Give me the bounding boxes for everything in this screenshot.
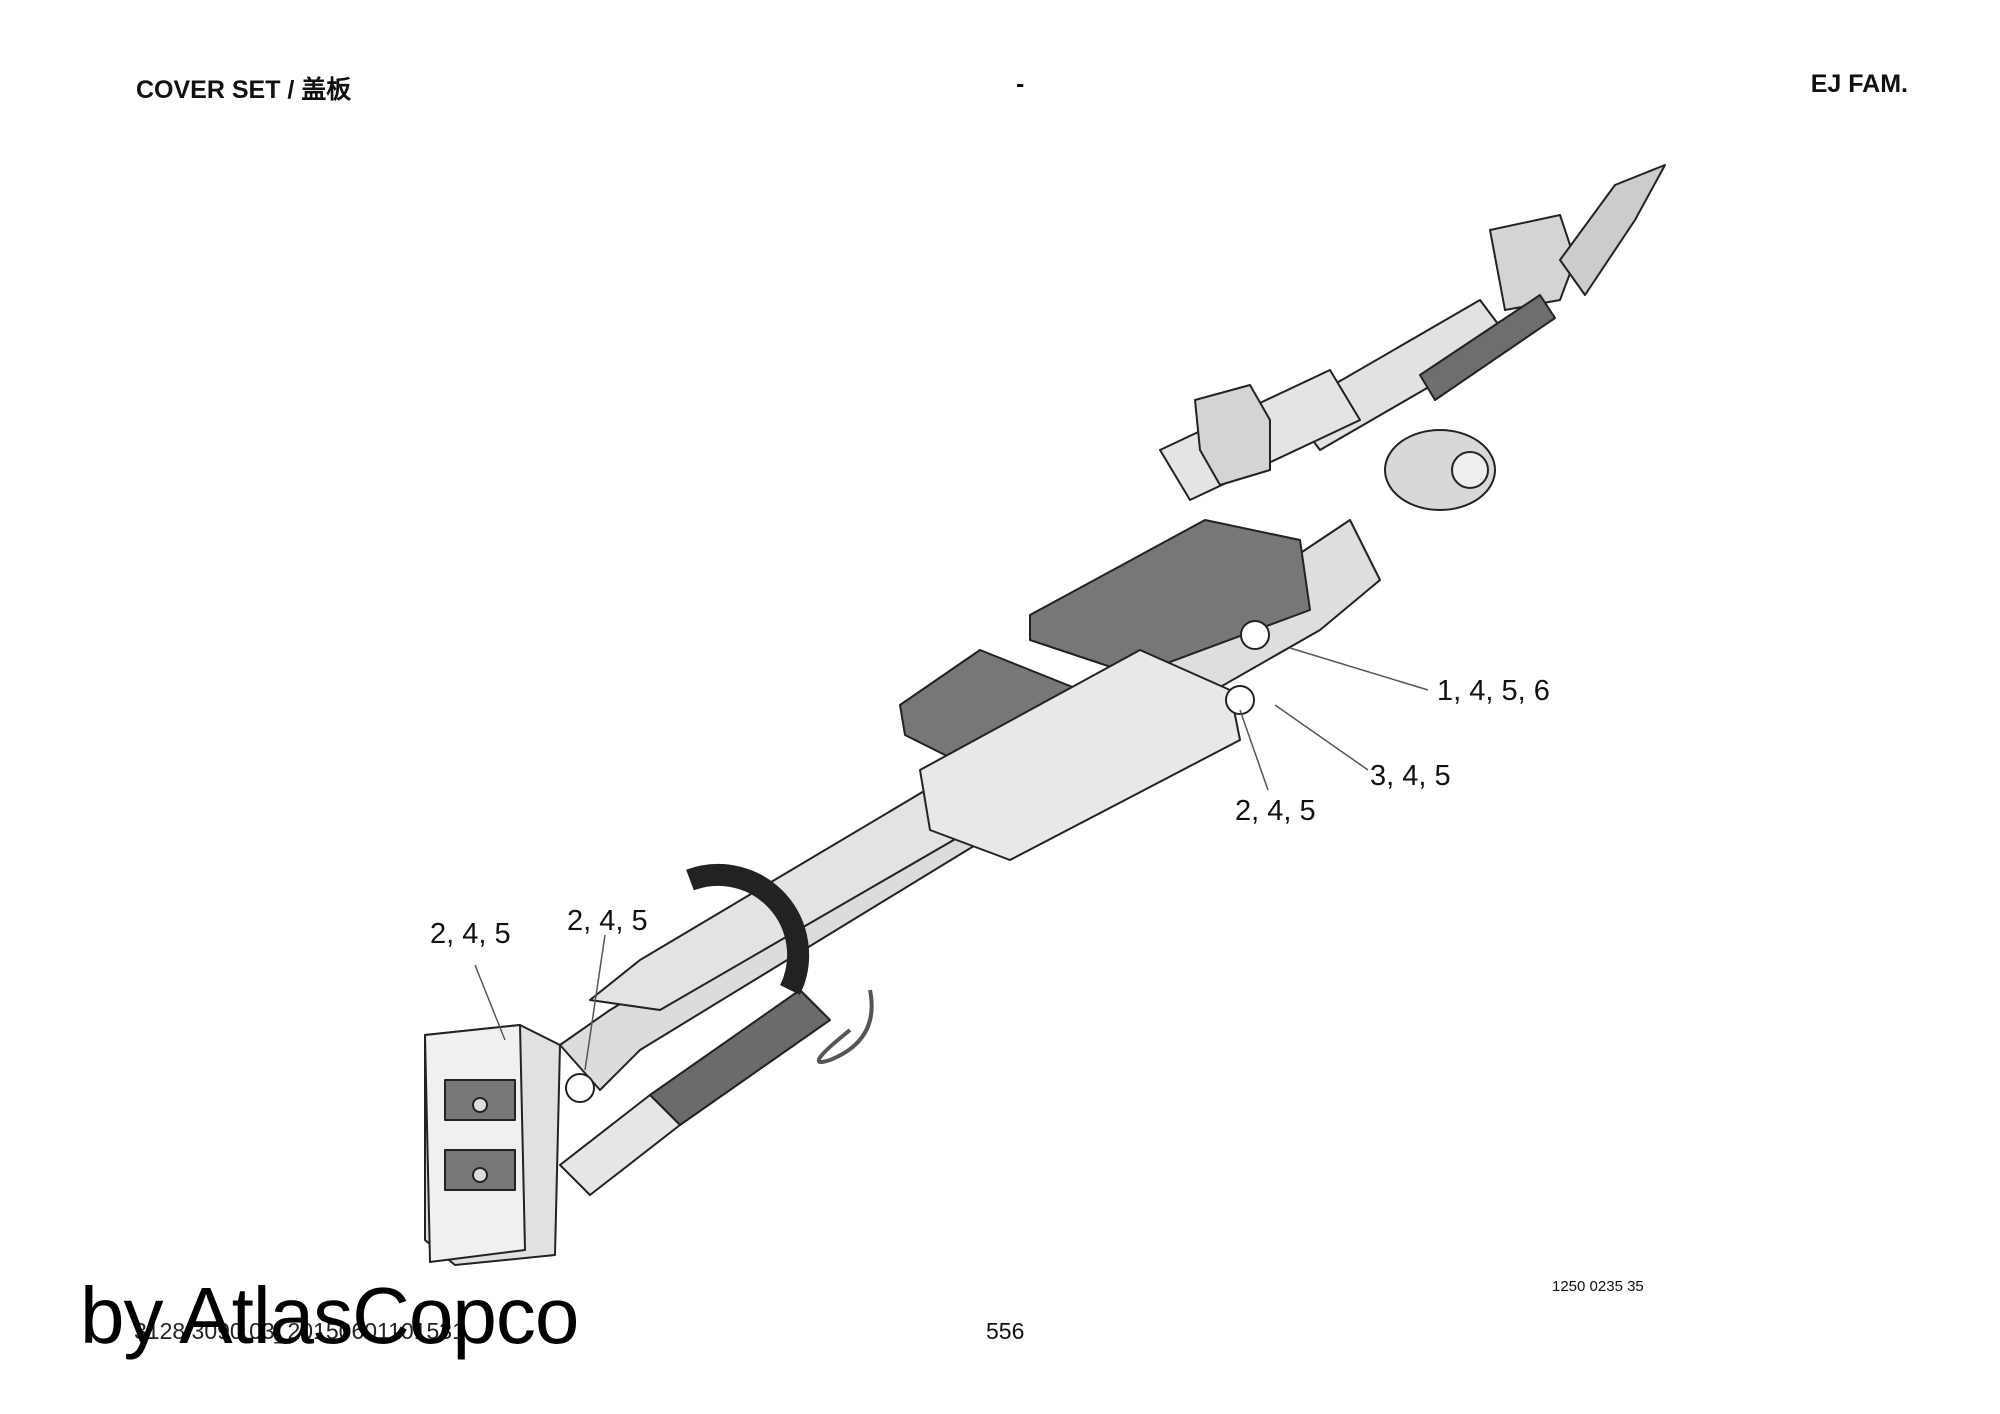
watermark: by AtlasCopco — [80, 1271, 579, 1360]
callout-label: 2, 4, 5 — [567, 905, 648, 937]
head-bracket-right — [1489, 214, 1576, 311]
boom-tip — [1559, 164, 1666, 296]
model-family: EJ FAM. — [1810, 70, 1908, 98]
leader-line — [474, 964, 506, 1041]
front-piston-rod — [559, 1094, 681, 1196]
elbow-joint — [1384, 429, 1496, 511]
pivot-pin — [1225, 685, 1255, 715]
document-id: 3128 3090 03_20150601101531 — [134, 1318, 465, 1344]
callout-label: 2, 4, 5 — [430, 918, 511, 950]
leader-line — [1289, 647, 1429, 691]
head-bracket-left — [1194, 384, 1271, 486]
section-separator: - — [1016, 70, 1025, 98]
leader-line — [1274, 704, 1369, 771]
figure-number: 1250 0235 35 — [1552, 1278, 1644, 1295]
leader-line — [1239, 709, 1269, 791]
pivot-pin — [1240, 620, 1270, 650]
section-title: COVER SET / 盖板 — [136, 76, 352, 104]
mounting-plate-face — [424, 1024, 526, 1263]
upper-hydraulic-cylinder — [1419, 294, 1556, 401]
pivot-pin — [565, 1073, 595, 1103]
cover-plate-rear — [1029, 519, 1311, 676]
page-number: 556 — [986, 1318, 1025, 1344]
indexing-disc — [686, 863, 810, 995]
callout-label: 2, 4, 5 — [1235, 795, 1316, 827]
hose-loop — [816, 989, 874, 1064]
callout-label: 1, 4, 5, 6 — [1437, 675, 1550, 707]
leader-line — [584, 934, 606, 1071]
plate-carrier — [919, 649, 1241, 861]
callout-label: 3, 4, 5 — [1370, 760, 1451, 792]
